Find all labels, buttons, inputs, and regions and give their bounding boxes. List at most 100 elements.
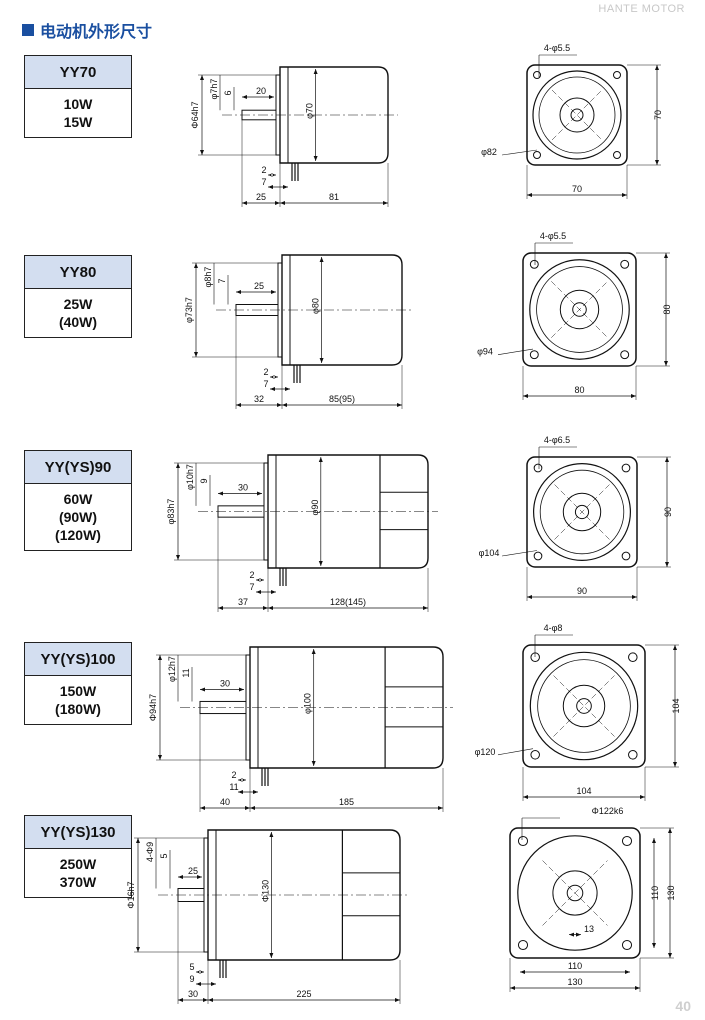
arrowhead-icon <box>178 875 202 879</box>
model-name: YY(YS)130 <box>25 816 131 849</box>
mount-hole-icon <box>517 835 529 847</box>
square-bullet-icon <box>22 24 34 36</box>
arrowhead-icon <box>196 982 216 986</box>
shaft-diameter-label: φ12h7 <box>167 656 177 682</box>
arrowhead-icon <box>238 778 246 782</box>
mount-hole-icon <box>620 259 630 269</box>
power-rating: 25W <box>63 296 93 312</box>
shaft-total-label: 40 <box>220 797 230 807</box>
mount-hole-icon <box>533 71 541 79</box>
gap1-label: 2 <box>261 165 266 175</box>
flange-diameter-label: Φ94h7 <box>148 694 158 721</box>
boss-circle <box>552 870 598 916</box>
pcd-diagonal <box>542 860 608 926</box>
model-name: YY(YS)90 <box>25 451 131 484</box>
shaft-circle <box>574 504 590 520</box>
width-label: 90 <box>577 586 587 596</box>
model-name: YY80 <box>25 256 131 289</box>
housing-inner-circle <box>538 76 616 154</box>
shaft-total-label: 30 <box>188 989 198 999</box>
gap2-label: 7 <box>263 379 268 389</box>
holes-label: 4-φ5.5 <box>540 231 566 241</box>
line <box>497 348 534 355</box>
arrowhead-icon <box>270 387 290 391</box>
boss-circle <box>559 289 600 330</box>
motor-body <box>207 829 401 961</box>
power-rating: 60W <box>63 491 93 507</box>
model-name: YY(YS)100 <box>25 643 131 676</box>
boss-circle <box>562 492 602 532</box>
mount-hole-icon <box>621 551 631 561</box>
power-rating: (40W) <box>58 314 98 330</box>
mount-hole-icon <box>620 350 630 360</box>
arrowhead-icon <box>270 375 278 379</box>
holes-label: 4-φ8 <box>544 623 563 633</box>
model-powers: 150W(180W) <box>25 676 131 724</box>
pcd-label: φ120 <box>475 747 496 757</box>
inner-width-label: 110 <box>568 961 582 971</box>
body-diameter-label: φ80 <box>311 298 321 314</box>
gap2-label: 9 <box>189 974 194 984</box>
width-label: 104 <box>576 786 591 796</box>
mount-hole-icon <box>530 750 540 760</box>
shaft-total-label: 37 <box>238 597 248 607</box>
housing-circle <box>529 651 639 761</box>
pcd-diagonal <box>551 89 603 141</box>
model-name: YY70 <box>25 56 131 89</box>
body-diameter-label: φ100 <box>303 693 313 714</box>
power-rating: 250W <box>59 856 97 872</box>
body-diameter-label: φ70 <box>305 103 315 119</box>
inner-height-label: 110 <box>650 886 660 900</box>
keyway-label: 13 <box>584 924 594 934</box>
arrowhead-icon <box>200 806 250 810</box>
pcd-label: φ104 <box>479 548 500 558</box>
gap1-label: 5 <box>189 962 194 972</box>
power-rating: (180W) <box>55 701 101 717</box>
shaft-length-label: 20 <box>256 86 266 96</box>
shaft-diameter-label: φ8h7 <box>203 267 213 288</box>
housing-circle <box>532 70 622 160</box>
shaft-circle <box>576 698 592 714</box>
holes-label: Φ122k6 <box>592 806 624 816</box>
housing-circle <box>529 259 630 360</box>
mount-hole-icon <box>533 463 543 473</box>
shaft-circle <box>572 302 587 317</box>
shaft-circle <box>570 108 584 122</box>
mount-hole-icon <box>613 151 621 159</box>
flange-diameter-label: φ83h7 <box>166 499 176 525</box>
body-length-label: 128(145) <box>330 597 366 607</box>
housing-circle <box>532 463 631 562</box>
brand-watermark: HANTE MOTOR <box>598 3 685 15</box>
mount-hole-icon <box>517 939 529 951</box>
pcd-diagonal <box>551 89 603 141</box>
flange-square <box>509 827 641 959</box>
pcd-diagonal <box>553 675 615 737</box>
mount-hole-icon <box>533 151 541 159</box>
holes-label: 4-φ6.5 <box>544 435 570 445</box>
mount-hole-icon <box>628 652 638 662</box>
body-length-label: 185 <box>339 797 354 807</box>
body-diameter-label: φ90 <box>310 500 320 516</box>
flange-diameter-label: Φ64h7 <box>190 101 200 128</box>
arrowhead-icon <box>200 687 244 692</box>
section-title-text: 电动机外形尺寸 <box>40 24 153 41</box>
gap2-label: 7 <box>261 177 266 187</box>
width-label: 80 <box>574 385 584 395</box>
mount-hole-icon <box>628 750 638 760</box>
flange-square <box>526 64 628 166</box>
key-width-label: 7 <box>217 278 227 283</box>
page-number: 40 <box>675 998 691 1014</box>
arrowhead-icon <box>569 932 581 937</box>
gap2-label: 11 <box>229 782 238 792</box>
